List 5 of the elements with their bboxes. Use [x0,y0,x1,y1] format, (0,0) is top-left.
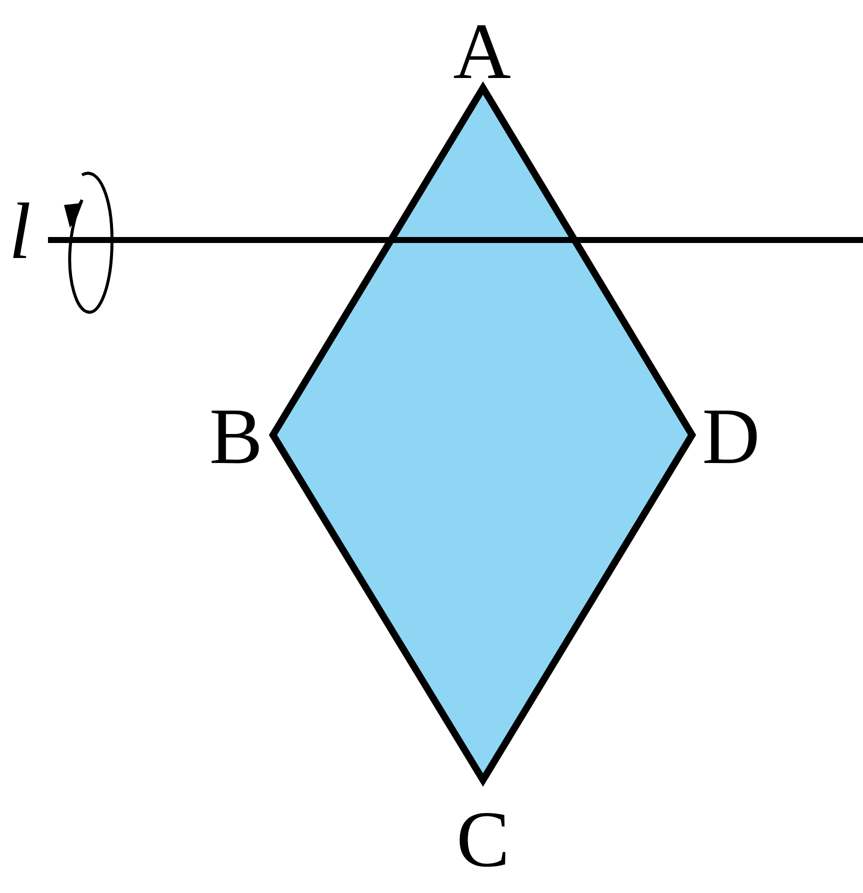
vertex-label: C [456,800,510,880]
vertex-label: A [453,12,511,92]
vertex-label: B [209,397,263,477]
axis-label: l [8,192,32,272]
vertex-label: D [702,397,760,477]
